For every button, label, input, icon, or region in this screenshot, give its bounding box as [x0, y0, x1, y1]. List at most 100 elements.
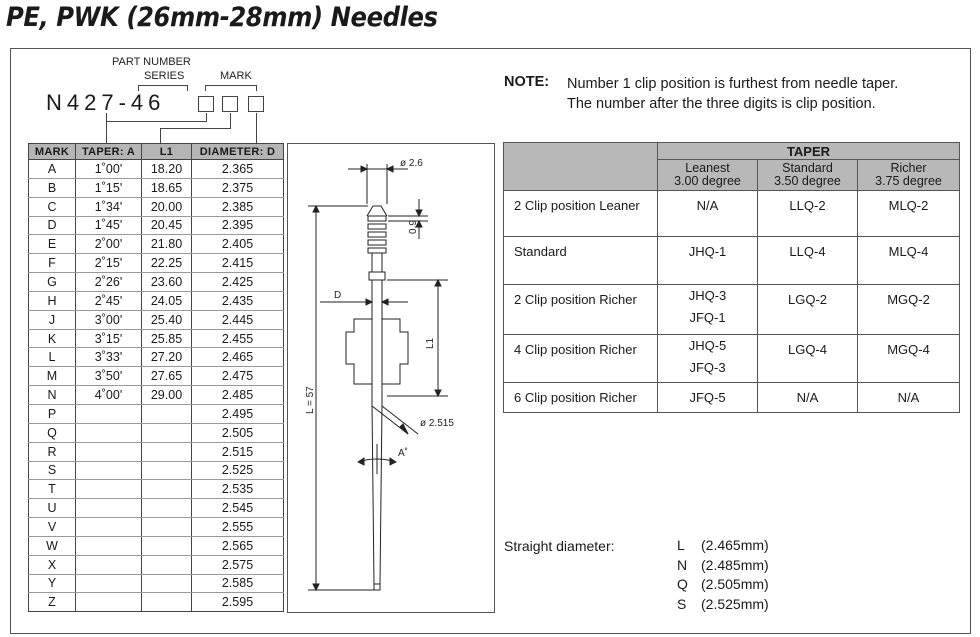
cell-diameter: 2.395 [191, 216, 284, 236]
cell-leanest-b: JFQ-3 [689, 360, 726, 375]
straight-diameter-label: Straight diameter: [504, 538, 615, 554]
cell-l1 [141, 461, 192, 481]
cell-leanest: JFQ-5 [657, 382, 758, 413]
cell-diameter: 2.385 [191, 197, 284, 217]
cell-leanest-b: JFQ-1 [689, 310, 726, 325]
cell-taper: 3˚15' [75, 329, 142, 349]
cell-mark: C [28, 197, 76, 217]
col-richer-name: Richer [890, 161, 927, 175]
cell-mark: T [28, 479, 76, 500]
dim-l1: L1 [425, 337, 436, 349]
cell-l1: 27.65 [141, 366, 192, 387]
connector-l1 [160, 128, 231, 143]
cell-l1 [141, 498, 192, 519]
sd-letter: N [677, 556, 688, 573]
sd-value: (2.465mm) [701, 537, 769, 553]
cell-mark: L [28, 347, 76, 368]
cell-diameter: 2.485 [191, 385, 284, 405]
cell-standard: LLQ-4 [757, 236, 858, 285]
cell-mark: K [28, 329, 76, 349]
cell-l1 [141, 423, 192, 443]
cell-taper: 2˚15' [75, 253, 142, 274]
dim-d: D [334, 290, 341, 301]
connector-box1 [206, 113, 207, 122]
dim-angle: A˚ [398, 447, 408, 459]
cell-taper: 3˚50' [75, 366, 142, 387]
cell-l1: 24.05 [141, 291, 192, 311]
cell-taper [75, 423, 142, 443]
cell-l1: 29.00 [141, 385, 192, 405]
cell-mark: M [28, 366, 76, 387]
cell-leanest-a: JHQ-5 [688, 338, 727, 353]
cell-taper: 1˚45' [75, 216, 142, 236]
cell-taper: 2˚00' [75, 234, 142, 255]
cell-standard: LLQ-2 [757, 190, 858, 237]
cell-diameter: 2.375 [191, 178, 284, 198]
table-row: 2 Clip position Richer JHQ-3 JFQ-1 LGQ-2… [503, 284, 960, 335]
cell-standard: N/A [757, 382, 858, 413]
dim-0-9: 0.9 [408, 220, 419, 234]
cell-taper [75, 574, 142, 594]
row-label: 2 Clip position Leaner [503, 190, 658, 237]
cell-leanest: JHQ-3 JFQ-1 [657, 284, 758, 335]
cell-mark: B [28, 178, 76, 198]
cell-diameter: 2.465 [191, 347, 284, 368]
cell-leanest: N/A [657, 190, 758, 237]
note-text: Number 1 clip position is furthest from … [567, 74, 967, 114]
cell-mark: Z [28, 592, 76, 613]
cell-taper [75, 517, 142, 537]
cell-l1 [141, 592, 192, 613]
cell-diameter: 2.575 [191, 555, 284, 575]
cell-l1 [141, 442, 192, 462]
list-item: N(2.485mm) [677, 556, 769, 576]
mark-box-3 [248, 96, 264, 112]
cell-diameter: 2.435 [191, 291, 284, 311]
cell-diameter: 2.425 [191, 272, 284, 292]
connector-taper-h [106, 121, 206, 122]
cell-l1: 20.00 [141, 197, 192, 217]
row-label: 6 Clip position Richer [503, 382, 658, 413]
table-row: 4 Clip position Richer JHQ-5 JFQ-3 LGQ-4… [503, 334, 960, 383]
sd-letter: L [677, 537, 685, 553]
col-standard-deg: 3.50 degree [774, 174, 841, 188]
cell-taper [75, 442, 142, 462]
cell-mark: E [28, 234, 76, 255]
row-label: 4 Clip position Richer [503, 334, 658, 383]
cell-l1: 22.25 [141, 253, 192, 274]
cell-taper: 1˚15' [75, 178, 142, 198]
cell-diameter: 2.535 [191, 479, 284, 500]
cell-taper: 1˚34' [75, 197, 142, 217]
needle-svg: ø 2.6 0.9 D L1 L = 57 ø 2.515 A˚ [305, 158, 454, 592]
cell-l1: 20.45 [141, 216, 192, 236]
cell-richer: MGQ-4 [857, 334, 960, 383]
cell-taper [75, 461, 142, 481]
table-row: 2 Clip position Leaner N/A LLQ-2 MLQ-2 [503, 190, 960, 237]
col-l1: L1 [141, 143, 192, 160]
cell-leanest: JHQ-1 [657, 236, 758, 285]
col-leanest-deg: 3.00 degree [674, 174, 741, 188]
cell-mark: A [28, 159, 76, 179]
cell-taper [75, 592, 142, 613]
cell-l1: 25.85 [141, 329, 192, 349]
cell-l1: 18.20 [141, 159, 192, 179]
note-label: NOTE: [504, 74, 550, 90]
cell-taper [75, 555, 142, 575]
connector-diameter [256, 113, 257, 143]
note-line-1: Number 1 clip position is furthest from … [567, 76, 899, 92]
cell-mark: S [28, 461, 76, 481]
cell-diameter: 2.545 [191, 498, 284, 519]
mark-box-1 [198, 96, 214, 112]
cell-l1: 25.40 [141, 310, 192, 330]
list-item: L (2.465mm) [677, 536, 769, 556]
